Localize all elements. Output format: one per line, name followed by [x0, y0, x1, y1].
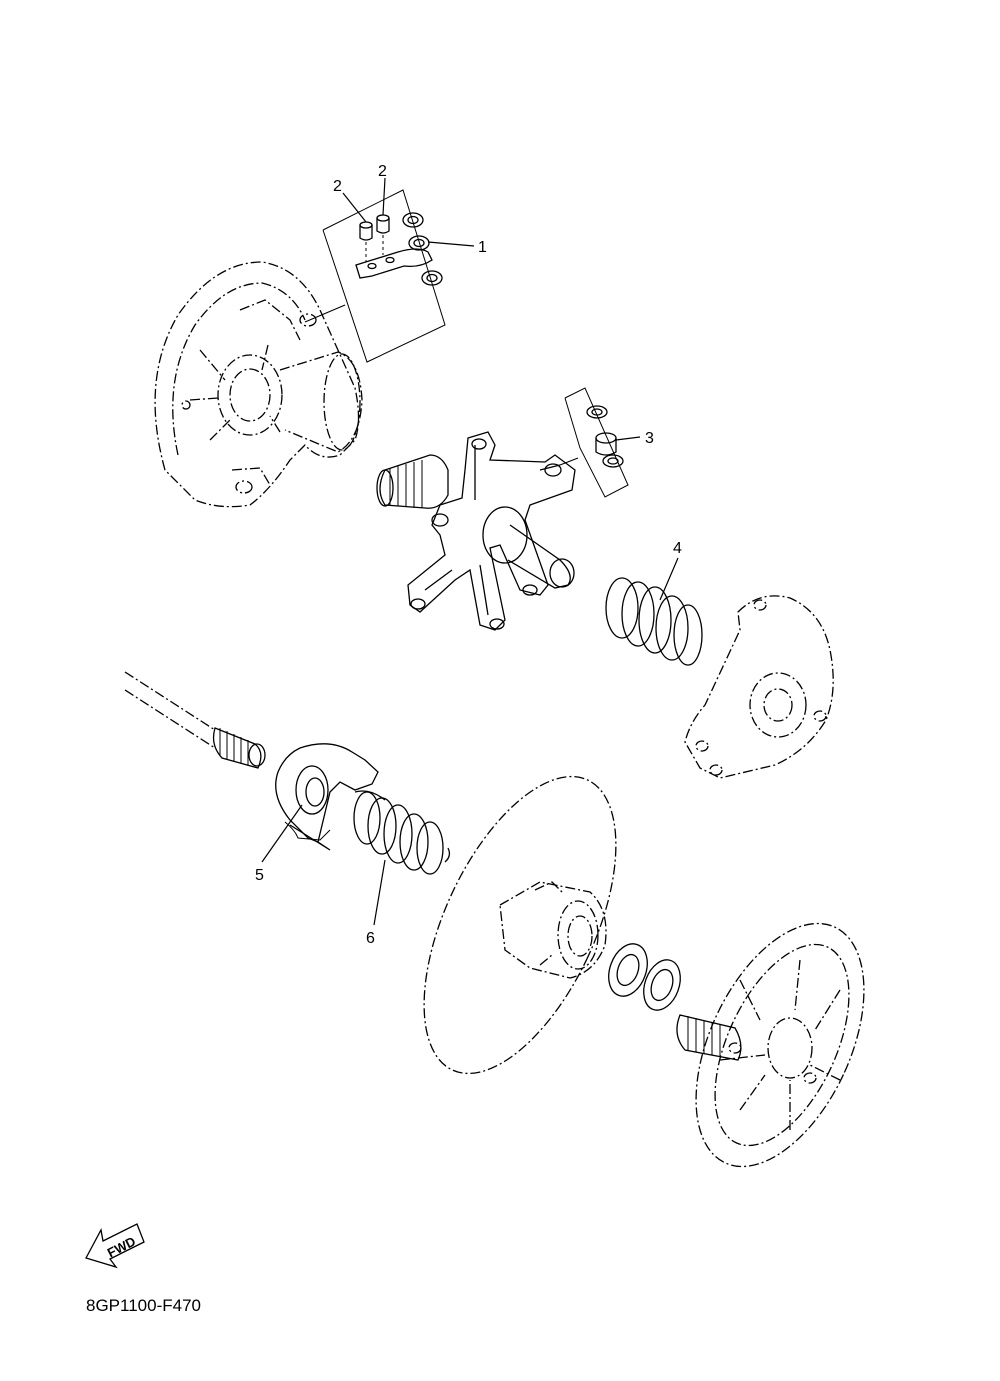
washer-set: [608, 943, 681, 1011]
callout-1: 1: [478, 239, 487, 256]
callout-2b: 2: [378, 163, 387, 180]
leader-lines: [261, 177, 679, 926]
primary-sheave-cover: [154, 261, 363, 508]
bolt-part-2a: [359, 221, 373, 262]
callout-4: 4: [673, 540, 682, 557]
collar-kit-group: [559, 387, 629, 498]
callout-3: 3: [645, 430, 654, 447]
movable-sheave-cap: [684, 595, 834, 779]
rear-sheave-plate: [676, 922, 865, 1168]
cam-part-5: [275, 743, 379, 851]
washer-lower-3: [602, 454, 624, 468]
weight-lever-part-1: [355, 235, 433, 279]
callout-5: 5: [255, 867, 264, 884]
spider-hub: [376, 431, 576, 631]
movable-sheave-disc: [423, 775, 617, 1075]
washer-upper-3: [586, 405, 608, 419]
bolt-part-2b: [376, 214, 390, 255]
spring-part-6: [353, 790, 451, 875]
drive-shaft: [124, 671, 266, 769]
drawing-code: 8GP1100-F470: [86, 1296, 201, 1315]
collar-part-3: [595, 432, 617, 456]
spring-part-4: [605, 577, 703, 666]
weight-kit-group: [304, 189, 446, 363]
washer-bottom: [421, 270, 443, 286]
callout-2a: 2: [333, 178, 342, 195]
fwd-arrow-icon: FWD: [85, 1223, 145, 1269]
washer-top: [402, 212, 424, 228]
callout-6: 6: [366, 930, 375, 947]
